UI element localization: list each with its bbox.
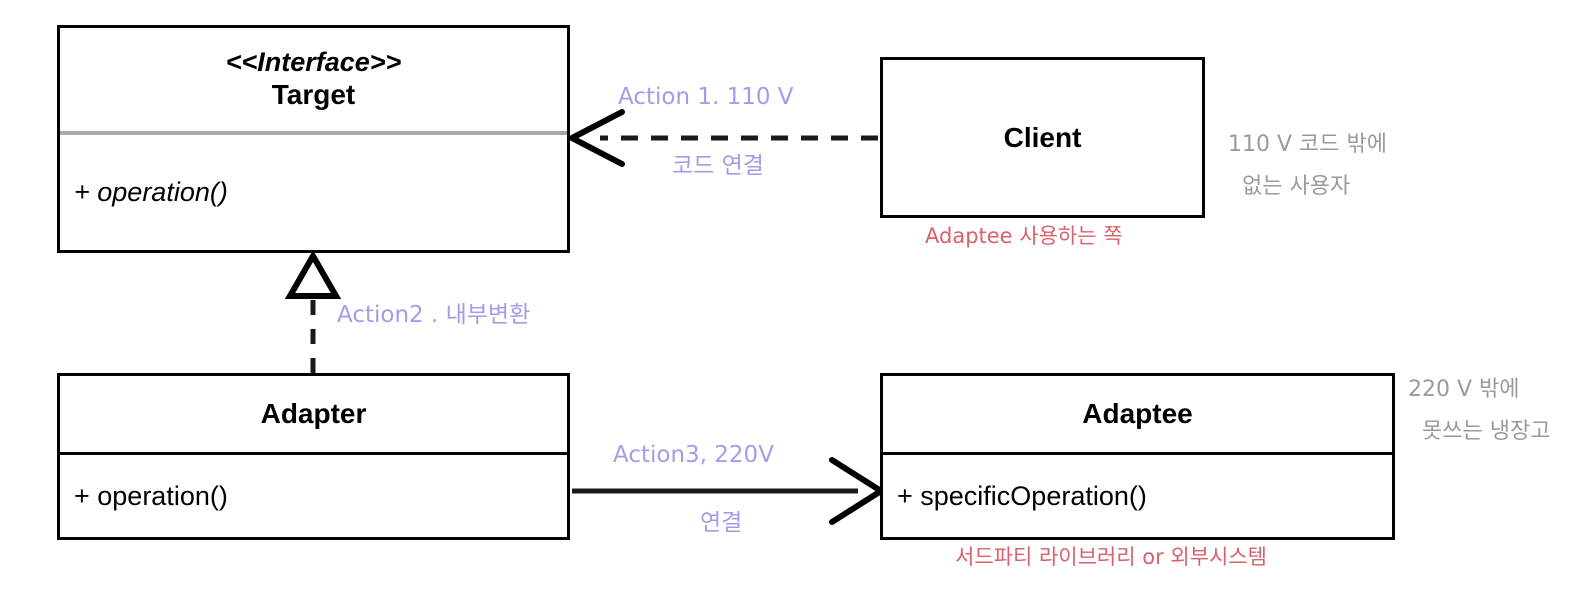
- target-class-name: Target: [271, 79, 356, 111]
- target-stereotype: <<Interface>>: [225, 47, 402, 78]
- relation-adapter-to-target: [284, 249, 342, 373]
- target-divider: [60, 131, 567, 135]
- adapter-class-name: Adapter: [260, 398, 367, 430]
- client-header: Client: [883, 60, 1202, 215]
- annotation-client-gray-note: 110 V 코드 밖에 없는 사용자: [1228, 130, 1387, 201]
- adapter-members: + operation(): [60, 455, 567, 537]
- annotation-adaptee-red-note: 서드파티 라이브러리 or 외부시스템: [955, 545, 1267, 569]
- annotation-action2-label: Action2 . 내부변환: [337, 302, 531, 328]
- annotation-code-connection: 코드 연결: [672, 153, 764, 179]
- uml-class-adapter[interactable]: Adapter + operation(): [57, 373, 570, 540]
- adaptee-member-specific-operation: + specificOperation(): [897, 480, 1147, 511]
- target-member-operation: + operation(): [74, 177, 228, 207]
- annotation-client-red-note: Adaptee 사용하는 쪽: [925, 224, 1123, 248]
- adaptee-class-name: Adaptee: [1082, 398, 1193, 430]
- adaptee-members: + specificOperation(): [883, 455, 1392, 537]
- client-class-name: Client: [1003, 121, 1082, 153]
- annotation-client-gray-line1: 110 V 코드 밖에: [1228, 132, 1387, 157]
- adapter-member-operation: + operation(): [74, 480, 228, 511]
- annotation-action3-label: Action3, 220V: [613, 442, 774, 468]
- annotation-action1-label: Action 1. 110 V: [618, 84, 794, 110]
- adaptee-header: Adaptee: [883, 376, 1392, 452]
- uml-class-target[interactable]: <<Interface>> Target + operation(): [57, 25, 570, 253]
- adaptee-divider: [883, 452, 1392, 455]
- annotation-connection-label: 연결: [700, 510, 743, 536]
- annotation-client-gray-line2: 없는 사용자: [1242, 173, 1351, 199]
- uml-class-adaptee[interactable]: Adaptee + specificOperation(): [880, 373, 1395, 540]
- annotation-adaptee-gray-note: 220 V 밖에 못쓰는 냉장고: [1408, 375, 1550, 446]
- annotation-adaptee-gray-line2: 못쓰는 냉장고: [1422, 418, 1551, 444]
- uml-class-client[interactable]: Client: [880, 57, 1205, 218]
- adapter-header: Adapter: [60, 376, 567, 452]
- target-members: + operation(): [60, 135, 567, 250]
- target-header: <<Interface>> Target: [60, 28, 567, 131]
- adapter-divider: [60, 452, 567, 455]
- annotation-adaptee-gray-line1: 220 V 밖에: [1408, 377, 1520, 402]
